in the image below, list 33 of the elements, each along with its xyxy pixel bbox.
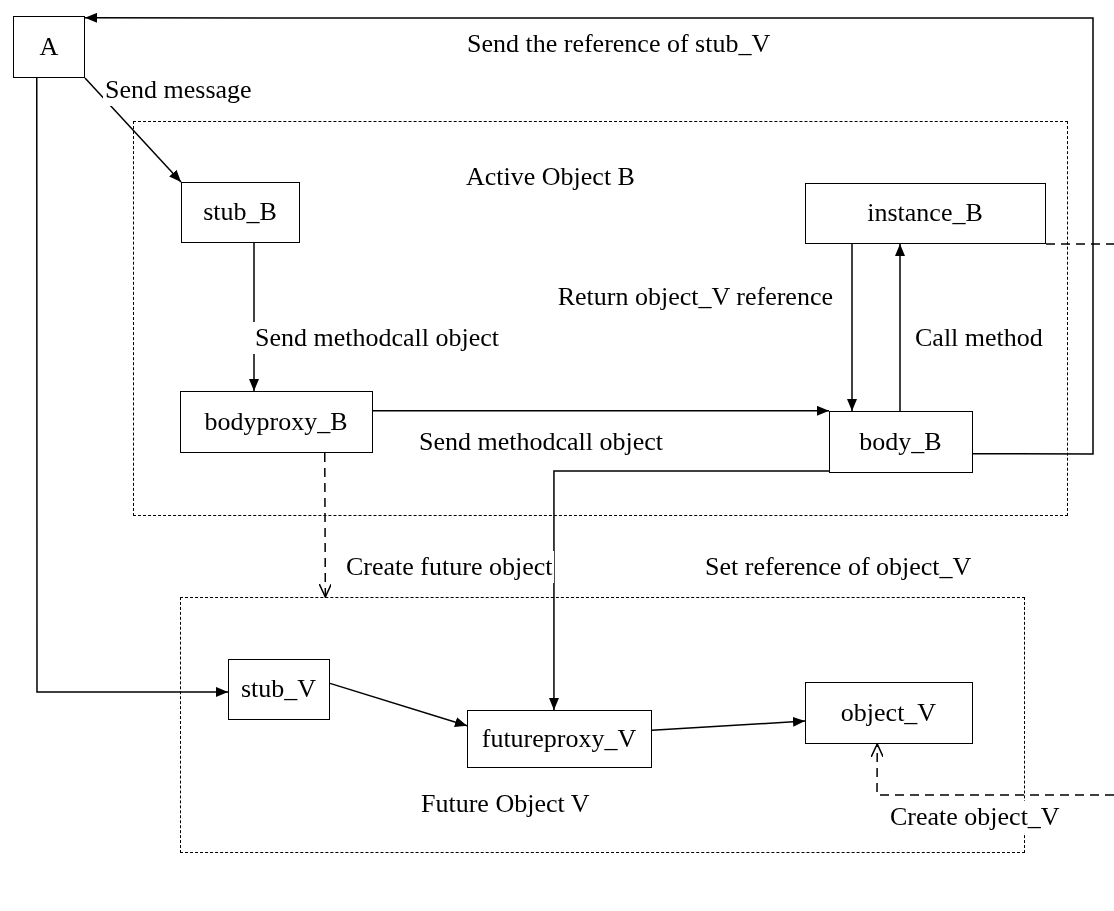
process-box: [179, 390, 373, 453]
arrow: [84, 12, 1094, 455]
process-box: [227, 658, 330, 720]
arrow: [372, 405, 830, 416]
node-label: object_V: [840, 697, 937, 728]
node-label: futureproxy_V: [481, 723, 637, 754]
arrow: [548, 470, 830, 711]
edge-label: Create future object: [344, 551, 555, 583]
node-label: bodyproxy_B: [204, 406, 348, 437]
process-box: [828, 410, 973, 473]
group-title: Active Object B: [466, 161, 635, 193]
node-label: body_B: [859, 426, 942, 457]
process-box: [13, 16, 85, 78]
process-box: [804, 681, 973, 744]
arrow: [329, 682, 468, 727]
edge-label: Create object_V: [888, 801, 1062, 833]
node-label: stub_V: [240, 674, 317, 704]
dashed-arrow: [318, 452, 333, 598]
arrow: [36, 77, 229, 697]
group-title: Future Object V: [421, 788, 590, 820]
arrow: [651, 716, 806, 732]
dashed-arrow: [870, 743, 1114, 796]
process-box: [804, 182, 1046, 244]
node-label: stub_B: [203, 197, 277, 227]
arrow: [895, 243, 905, 412]
process-box: [180, 181, 300, 243]
process-box: [466, 709, 652, 768]
arrow: [84, 77, 182, 183]
dashed-group-frame: [133, 121, 1068, 516]
edge-label: Send methodcall object: [253, 322, 502, 354]
node-label: instance_B: [867, 198, 983, 228]
arrow: [847, 243, 857, 412]
node-label: A: [39, 32, 59, 62]
